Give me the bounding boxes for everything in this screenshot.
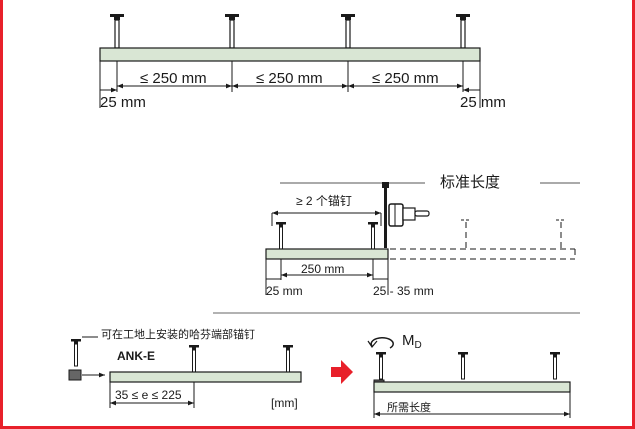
bottom-right-channel [373,351,571,393]
required-length-dimension [373,392,571,418]
frame-bottom-edge [0,426,635,429]
required-length-label: 所需长度 [387,402,431,414]
top-spacing-label-2: ≤ 250 mm [256,70,323,87]
frame-right-edge [632,0,635,429]
cutting-saw-icon [382,182,430,248]
standard-length-label: 标准长度 [440,174,501,191]
middle-channel-bar [265,248,389,260]
transition-arrow-icon [331,360,353,384]
top-dimension-lines [99,61,481,108]
end-anchor-note: 可在工地上安装的哈芬端部锚钉 [101,329,255,341]
middle-edge-right-label: 25 - 35 mm [373,284,434,298]
torque-rotation-icon [367,337,394,349]
frame-left-edge [0,0,3,429]
e-range-dimension [109,382,195,408]
unit-label: [mm] [271,396,298,410]
top-anchor-channel [99,13,481,62]
top-edge-right-label: 25 mm [460,94,506,111]
middle-anchor-channel [265,219,576,260]
torque-label: MD [402,333,422,351]
bottom-left-channel [109,344,302,383]
anchor-model-label: ANK-E [117,349,155,363]
top-spacing-label-1: ≤ 250 mm [140,70,207,87]
torque-subscript: D [414,340,422,351]
middle-spacing-label: 250 mm [301,262,345,276]
top-channel-bar [99,47,481,62]
bottom-left-channel-bar [109,371,302,383]
end-anchor-part [68,336,105,381]
e-range-label: 35 ≤ e ≤ 225 [115,388,182,402]
middle-edge-left-label: 25 mm [266,284,303,298]
middle-dimension-lines [265,210,389,295]
top-spacing-label-3: ≤ 250 mm [372,70,439,87]
bottom-right-channel-bar [373,381,571,393]
top-edge-left-label: 25 mm [100,94,146,111]
min-anchors-label: ≥ 2 个锚钉 [296,194,352,208]
torque-symbol: M [402,332,415,349]
